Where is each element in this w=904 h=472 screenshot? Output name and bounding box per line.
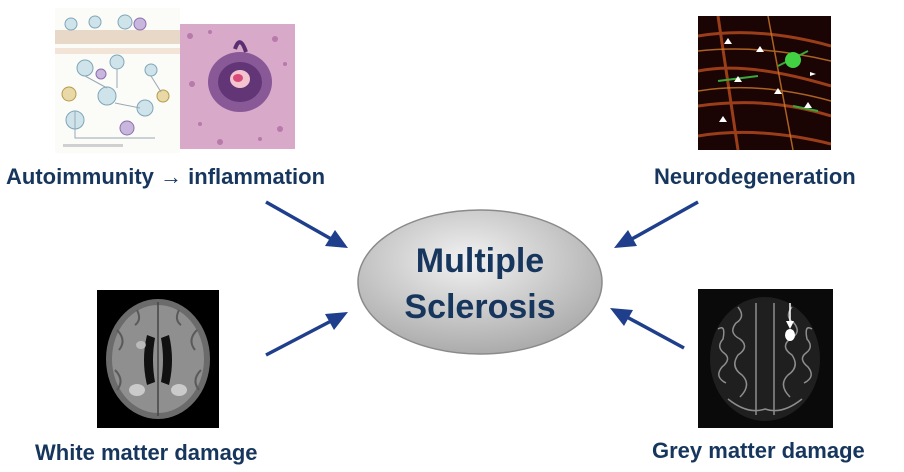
immune-pathway-diagram	[55, 8, 180, 153]
right-arrow-icon: →	[160, 164, 183, 189]
brain-mri-cortex-icon	[698, 289, 833, 428]
grey-matter-mri-image	[698, 289, 833, 428]
inflammation-text: inflammation	[188, 164, 326, 189]
histology-lesion-image	[180, 24, 295, 149]
immune-pathway-diagram-icon	[55, 8, 180, 153]
white-matter-label: White matter damage	[35, 440, 258, 465]
histology-lesion-icon	[180, 24, 295, 149]
arrow-grey-matter	[610, 308, 685, 350]
center-title-line1: Multiple	[415, 242, 545, 280]
grey-matter-label: Grey matter damage	[652, 438, 865, 463]
center-title-line2: Sclerosis	[404, 288, 556, 326]
autoimmunity-label: Autoimmunity → inflammation	[6, 164, 325, 190]
neurodegeneration-label: Neurodegeneration	[654, 164, 856, 189]
autoimmunity-text: Autoimmunity	[6, 164, 154, 189]
multiple-sclerosis-ellipse	[357, 209, 603, 355]
white-matter-mri-image	[97, 290, 219, 428]
fluorescent-neurons-image	[698, 16, 831, 150]
arrow-neurodegeneration	[614, 200, 699, 248]
arrow-autoimmunity	[265, 200, 348, 248]
arrow-white-matter	[265, 312, 348, 357]
brain-mri-flair-icon	[97, 290, 219, 428]
fluorescent-neurons-icon	[698, 16, 831, 150]
center-title: Multiple Sclerosis	[355, 238, 605, 330]
